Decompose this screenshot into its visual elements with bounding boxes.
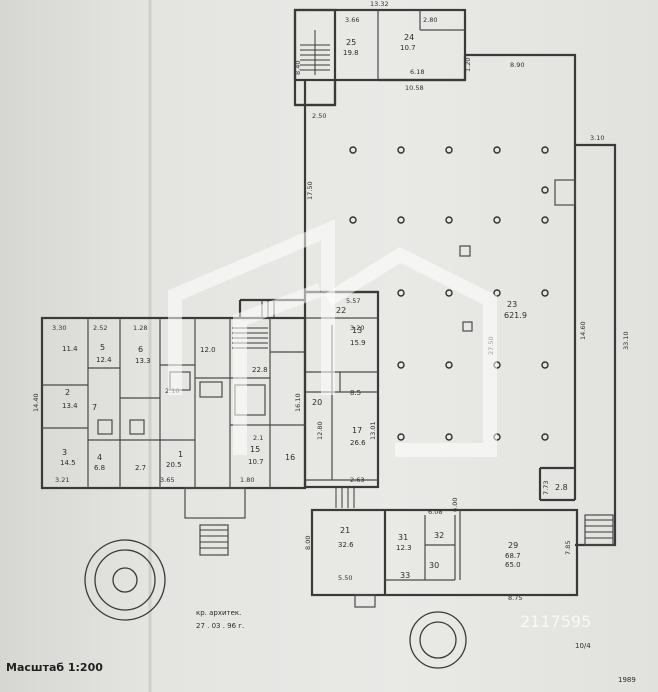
room-13-area: 15.9	[350, 339, 366, 347]
room-30-number: 30	[429, 561, 439, 570]
dim-128: 1.28	[133, 324, 147, 332]
room-5-area: 12.4	[96, 356, 112, 364]
room-17-number: 17	[352, 426, 362, 435]
room-4-area: 6.8	[94, 464, 105, 472]
bottom-block-outline	[310, 508, 579, 597]
corner-year: 1989	[618, 676, 636, 684]
room-15-number: 15	[250, 445, 260, 454]
room-21-number: 21	[340, 526, 350, 535]
dim-608: 6.08	[428, 508, 442, 516]
room-5-number: 5	[100, 343, 105, 352]
dim-21: 2.1	[253, 434, 263, 442]
central-tall-block	[303, 290, 380, 489]
dim-321: 3.21	[55, 476, 69, 484]
corner-code: 10/4	[575, 642, 591, 650]
room-17-area: 26.6	[350, 439, 366, 447]
scale-label: Масштаб 1:200	[6, 661, 103, 674]
room-22-number: 22	[336, 306, 346, 315]
dim-618: 6.18	[410, 68, 424, 76]
dim-3310: 33.10	[622, 331, 630, 350]
dim-180: 1.80	[240, 476, 254, 484]
dim-890: 8.90	[510, 61, 524, 69]
room-3-area: 14.5	[60, 459, 76, 467]
dim-557: 5.57	[346, 297, 360, 305]
room-18-area: 8.5	[350, 389, 361, 397]
room-9-area: 12.0	[200, 346, 216, 354]
room-13-number: 13	[352, 326, 362, 335]
room-24-number: 24	[404, 33, 414, 42]
round-stamp-left	[84, 539, 166, 621]
room-3-number: 3	[62, 448, 67, 457]
bottom-block	[310, 466, 614, 608]
room-29-area-a: 68.7	[505, 552, 521, 560]
dim-875: 8.75	[508, 594, 522, 602]
dim-250: 2.50	[312, 112, 326, 120]
room-15-area: 10.7	[248, 458, 264, 466]
room-29-number: 29	[508, 541, 518, 550]
room-31-area: 12.3	[396, 544, 412, 552]
room-21-area: 32.6	[338, 541, 354, 549]
room-1-area: 20.5	[166, 461, 182, 469]
room-24-area: 10.7	[400, 44, 416, 52]
round-stamp-right	[409, 611, 467, 669]
dim-280: 2.80	[423, 16, 437, 24]
dim-1280: 12.80	[316, 421, 324, 440]
stamp-date: 27 . 03 . 96 г.	[196, 622, 244, 630]
room-6-number: 6	[138, 345, 143, 354]
room-4-number: 4	[97, 453, 102, 462]
room-2-area: 13.4	[62, 402, 78, 410]
dim-120: 1.20	[464, 58, 472, 72]
entrance-stairs	[184, 487, 246, 556]
dim-1460: 14.60	[579, 321, 587, 340]
dim-800: 8.00	[304, 536, 312, 550]
dim-1058: 10.58	[405, 84, 424, 92]
room-25-area: 19.8	[343, 49, 359, 57]
room-33-number: 33	[400, 571, 410, 580]
room-8-area: 2.7	[135, 464, 146, 472]
dim-top-width: 13.32	[370, 0, 389, 8]
room-23-area: 621.9	[504, 311, 527, 320]
room-16-number: 16	[285, 453, 295, 462]
stamp-signature-text: кр. архитек.	[196, 609, 241, 617]
column-grid	[349, 146, 549, 441]
room-2-number: 2	[65, 388, 70, 397]
dim-1610: 16.10	[294, 393, 302, 412]
dim-840: 8.40	[294, 61, 302, 75]
dim-366: 3.66	[345, 16, 359, 24]
dim-310: 3.10	[590, 134, 604, 142]
room-1-number: 1	[178, 450, 183, 459]
room-6-area: 13.3	[135, 357, 151, 365]
dim-773: 7.73	[542, 481, 550, 495]
dim-1750: 17.50	[306, 181, 314, 200]
dim-320: 3.20	[350, 324, 364, 332]
dim-550: 5.50	[338, 574, 352, 582]
room-23-number: 23	[507, 300, 517, 309]
dim-365: 3.65	[160, 476, 174, 484]
hall-right-wall	[465, 53, 577, 500]
dim-263: 2.63	[350, 476, 364, 484]
room-20-number: 20	[312, 398, 322, 407]
room-32-number: 32	[434, 531, 444, 540]
top-annex	[293, 8, 467, 107]
top-stairs	[300, 30, 330, 75]
dim-1440: 14.40	[32, 393, 40, 412]
dim-252: 2.52	[93, 324, 107, 332]
dim-330: 3.30	[52, 324, 66, 332]
room-a-area: 11.4	[62, 345, 78, 353]
dim-600: 6.00	[451, 498, 459, 512]
watermark-logo	[168, 219, 497, 457]
room-28-number: 2.8	[555, 483, 568, 492]
room-29-area-b: 65.0	[505, 561, 521, 569]
room-25-number: 25	[346, 38, 356, 47]
dim-1301: 13.01	[369, 421, 377, 440]
dim-785: 7.85	[564, 541, 572, 555]
room-7-number: 7	[92, 403, 97, 412]
watermark-listing-id: 2117595	[520, 612, 592, 631]
room-22-area: 22.8	[252, 366, 268, 374]
room-31-number: 31	[398, 533, 408, 542]
right-appendage	[575, 143, 617, 547]
